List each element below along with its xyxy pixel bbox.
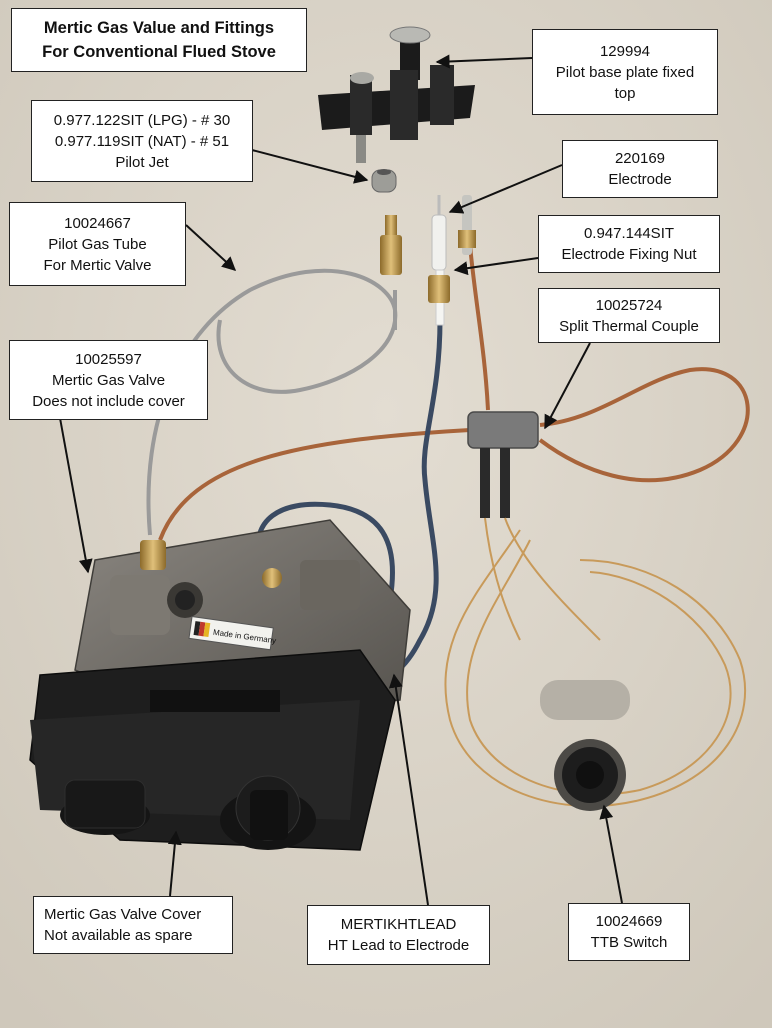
arrow-pilot-base xyxy=(435,54,533,69)
arrow-electrode xyxy=(448,164,563,214)
pilot-jet-name: Pilot Jet xyxy=(115,153,169,171)
page-title: Mertic Gas Value and Fittings For Conven… xyxy=(11,8,307,72)
pilot-tube-code: 10024667 xyxy=(64,214,131,232)
label-split-thermal-couple: 10025724 Split Thermal Couple xyxy=(538,288,720,343)
fixing-nut-name: Electrode Fixing Nut xyxy=(561,246,697,263)
arrow-pilot-jet xyxy=(251,149,369,184)
ttb-switch-name: TTB Switch xyxy=(590,934,668,951)
thermocouple-connector xyxy=(467,411,601,641)
pilot-tube-fitting xyxy=(380,215,402,275)
valve-cover-name: Mertic Gas Valve Cover xyxy=(44,906,202,923)
cover-knob-right xyxy=(220,775,316,850)
arrow-gas-valve xyxy=(59,417,93,574)
thermocouple-code: 10025724 xyxy=(595,296,663,314)
thermocouple-line xyxy=(158,244,750,541)
arrow-fixing-nut xyxy=(453,257,539,276)
gas-valve-name: Mertic Gas Valve xyxy=(51,371,166,389)
ttb-switch-code: 10024669 xyxy=(595,913,663,930)
gas-valve-note: Does not include cover xyxy=(32,392,185,410)
fixing-nut-code: 0.947.144SIT xyxy=(583,225,675,242)
title-line-2: For Conventional Flued Stove xyxy=(42,43,276,61)
valve-cover-note: Not available as spare xyxy=(44,927,193,944)
label-electrode-fixing-nut: 0.947.144SIT Electrode Fixing Nut xyxy=(538,215,720,273)
ht-lead-code: MERTIKHTLEAD xyxy=(340,916,457,933)
thermocouple-name: Split Thermal Couple xyxy=(559,317,699,335)
label-pilot-gas-tube: 10024667 Pilot Gas Tube For Mertic Valve xyxy=(9,202,186,286)
electrode-name: Electrode xyxy=(608,171,672,188)
arrow-valve-cover xyxy=(167,830,182,897)
pointer-arrows xyxy=(59,54,623,906)
pilot-base-name: Pilot base plate fixed xyxy=(555,63,695,81)
pilot-base-plate-part xyxy=(318,26,475,163)
pilot-tube-name-2: For Mertic Valve xyxy=(43,256,152,274)
pilot-base-name-2: top xyxy=(614,84,636,102)
label-pilot-base-plate: 129994 Pilot base plate fixed top xyxy=(532,29,718,115)
label-valve-cover: Mertic Gas Valve Cover Not available as … xyxy=(33,896,233,954)
pilot-jet-lpg: 0.977.122SIT (LPG) - # 30 xyxy=(53,111,231,129)
ht-lead-name: HT Lead to Electrode xyxy=(327,937,470,954)
cover-knob-left xyxy=(60,779,150,835)
label-gas-valve: 10025597 Mertic Gas Valve Does not inclu… xyxy=(9,340,208,420)
pilot-jet-nat: 0.977.119SIT (NAT) - # 51 xyxy=(54,132,230,150)
label-ht-lead: MERTIKHTLEAD HT Lead to Electrode xyxy=(307,905,490,965)
gas-valve-code: 10025597 xyxy=(75,350,142,368)
arrow-pilot-tube xyxy=(185,224,237,271)
label-pilot-jet: 0.977.122SIT (LPG) - # 30 0.977.119SIT (… xyxy=(31,100,253,182)
pilot-base-code: 129994 xyxy=(599,42,651,60)
label-electrode: 220169 Electrode xyxy=(562,140,718,198)
electrode-code: 220169 xyxy=(614,150,666,167)
gas-valve-cover xyxy=(29,649,396,851)
arrow-ttb-switch xyxy=(599,804,623,904)
pilot-jet-part xyxy=(371,169,397,193)
title-line-1: Mertic Gas Value and Fittings xyxy=(43,19,275,37)
arrow-thermocouple xyxy=(544,342,591,430)
ttb-switch-part xyxy=(540,680,630,811)
arrow-ht-lead xyxy=(388,673,429,906)
electrode-part xyxy=(428,195,476,326)
ttb-switch-wire xyxy=(444,529,746,808)
made-in-germany-stamp: Made in Germany xyxy=(188,615,277,651)
pilot-tube-name: Pilot Gas Tube xyxy=(48,235,147,253)
label-ttb-switch: 10024669 TTB Switch xyxy=(568,903,690,961)
